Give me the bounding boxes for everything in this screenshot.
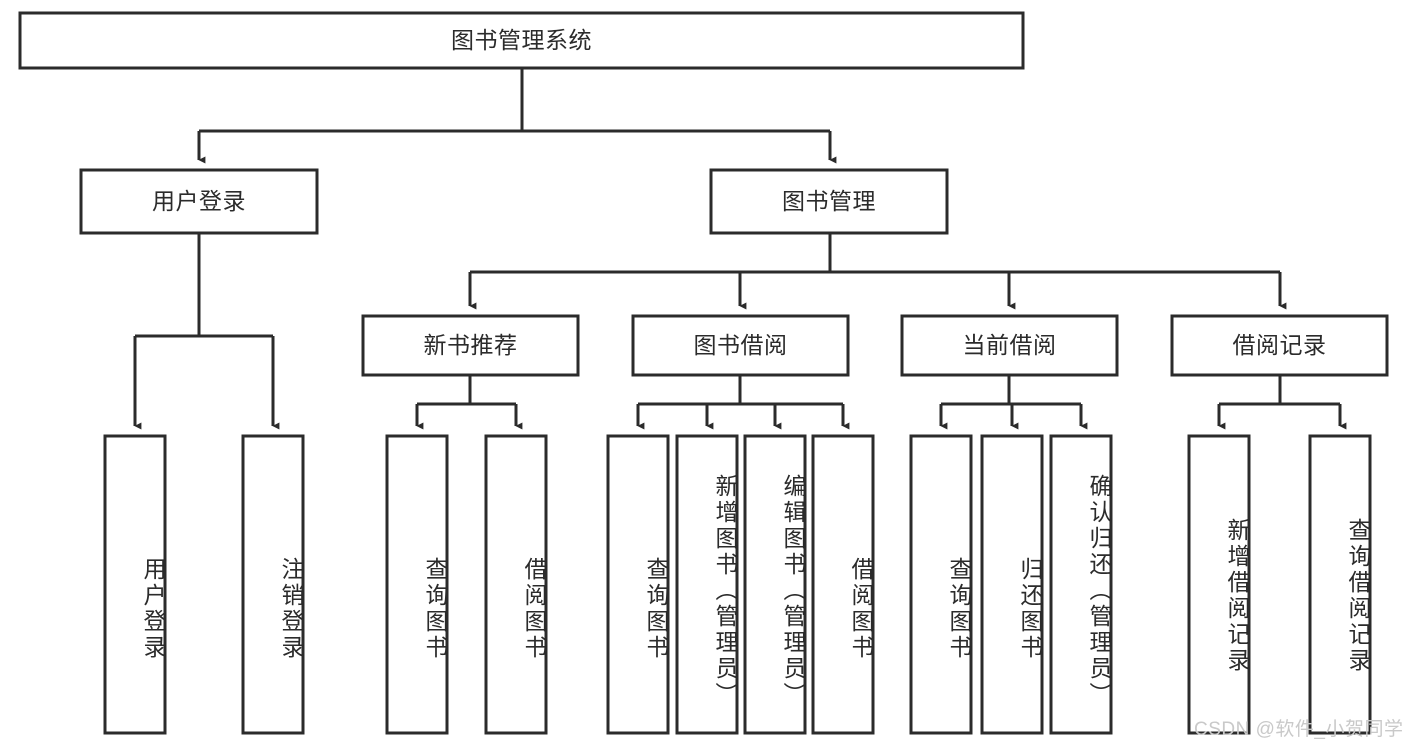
node-book-manage-box[interactable] (709, 168, 949, 235)
connector-current-borrow-to-leaves (939, 375, 1088, 430)
connector-book-manage-to-level3 (468, 233, 1287, 310)
csdn-watermark: CSDN @软件_小贺同学 (1194, 719, 1404, 740)
leaf-confirm-return-box[interactable] (1049, 434, 1113, 735)
leaf-borrow-book-2-box[interactable] (811, 434, 875, 735)
connector-borrow-record-to-leaves (1217, 375, 1347, 430)
leaf-user-login-box[interactable] (103, 434, 167, 735)
leaf-query-book-1-box[interactable] (385, 434, 449, 735)
node-borrow-record-box[interactable] (1170, 314, 1389, 377)
leaf-edit-book-box[interactable] (743, 434, 807, 735)
node-book-borrow-box[interactable] (631, 314, 850, 377)
connector-root-to-level2 (197, 68, 837, 164)
node-current-borrow-box[interactable] (900, 314, 1119, 377)
leaf-query-book-2-box[interactable] (606, 434, 670, 735)
leaf-add-record-box[interactable] (1187, 434, 1251, 735)
leaf-query-record-box[interactable] (1308, 434, 1372, 735)
leaf-return-book-box[interactable] (980, 434, 1044, 735)
leaf-borrow-book-1-box[interactable] (484, 434, 548, 735)
node-root-box[interactable] (18, 11, 1025, 70)
leaf-query-book-3-box[interactable] (909, 434, 973, 735)
node-new-book-recommend-box[interactable] (361, 314, 580, 377)
leaf-user-logout-box[interactable] (241, 434, 305, 735)
connector-new-book-recommend-to-leaves (415, 375, 523, 430)
connector-book-borrow-to-leaves (636, 375, 850, 430)
node-user-login-box[interactable] (79, 168, 319, 235)
connector-user-login-to-leaves (133, 233, 280, 430)
leaf-add-book-box[interactable] (675, 434, 739, 735)
